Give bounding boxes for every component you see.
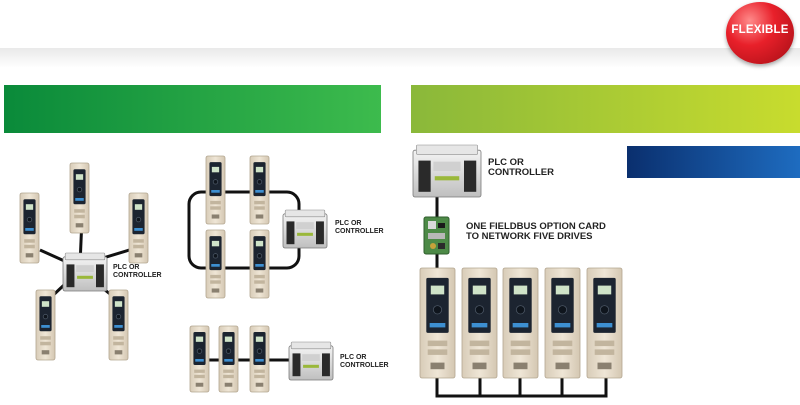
plcs-layer (62, 144, 482, 381)
daisy-plc-label-line2: CONTROLLER (340, 361, 389, 369)
fieldbus-card-label: ONE FIELDBUS OPTION CARD TO NETWORK FIVE… (466, 221, 606, 243)
ring-plc-label-line2: CONTROLLER (335, 227, 384, 235)
plc-controller-icon (62, 252, 108, 292)
fieldbus-banner (627, 146, 800, 178)
plc-controller-icon (412, 144, 482, 198)
ring-plc-label-line1: PLC OR (335, 220, 362, 227)
vfd-drive-icon (502, 267, 539, 379)
vfd-drive-icon (249, 229, 270, 299)
vfd-drive-icon (128, 192, 149, 264)
vfd-drive-icon (249, 325, 270, 393)
fieldbus-plc-label-line2: CONTROLLER (488, 167, 554, 179)
vfd-drive-icon (189, 325, 210, 393)
header-band (0, 0, 800, 48)
vfd-drive-icon (249, 155, 270, 225)
topology-banner-left (4, 85, 381, 133)
star-plc-label-line2: CONTROLLER (113, 271, 162, 279)
fieldbus-card-label-line1: ONE FIELDBUS OPTION CARD (466, 221, 606, 232)
vfd-drive-icon (461, 267, 498, 379)
vfd-drive-icon (419, 267, 456, 379)
vfd-drive-icon (218, 325, 239, 393)
vfd-drive-icon (19, 192, 40, 264)
topology-banner-right (411, 85, 800, 133)
star-plc-label: PLC OR CONTROLLER (113, 264, 162, 279)
vfd-drive-icon (205, 229, 226, 299)
vfd-drive-icon (544, 267, 581, 379)
header-rule (0, 48, 800, 68)
daisy-plc-label: PLC OR CONTROLLER (340, 354, 389, 369)
plc-controller-icon (288, 341, 334, 381)
plc-controller-icon (282, 209, 328, 249)
fieldbus-plc-label-line1: PLC OR (488, 157, 524, 168)
drives-layer (19, 155, 623, 393)
fieldbus-plc-label: PLC OR CONTROLLER (488, 157, 554, 179)
fieldbus-cables (435, 196, 608, 398)
vfd-drive-icon (69, 162, 90, 234)
vfd-drive-icon (586, 267, 623, 379)
vfd-drive-icon (205, 155, 226, 225)
flexible-badge: FLEXIBLE (726, 2, 794, 64)
star-plc-label-line1: PLC OR (113, 264, 140, 271)
fieldbus-card-label-line2: TO NETWORK FIVE DRIVES (466, 231, 593, 243)
ring-cable (187, 190, 301, 270)
fieldbus-card-icon (423, 216, 450, 255)
vfd-drive-icon (108, 289, 129, 361)
daisy-plc-label-line1: PLC OR (340, 354, 367, 361)
ring-plc-label: PLC OR CONTROLLER (335, 220, 384, 235)
badge-text: FLEXIBLE (731, 24, 789, 36)
vfd-drive-icon (35, 289, 56, 361)
